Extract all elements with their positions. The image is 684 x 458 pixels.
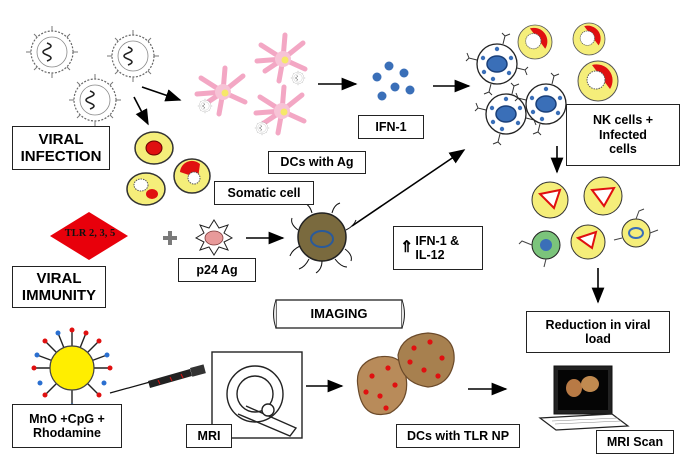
dcs-with-ag-label: DCs with Ag (268, 151, 366, 174)
double-up-arrow-icon: ⇑ (400, 238, 414, 256)
p24-ag-label: p24 Ag (178, 258, 256, 282)
reduced-infected-cells (518, 176, 659, 268)
mri-scan-laptop-icon (538, 365, 630, 431)
somatic-cell-label: Somatic cell (214, 181, 314, 205)
mri-machine-icon (211, 351, 303, 439)
viral-immunity-label: VIRAL IMMUNITY (12, 266, 106, 308)
dendritic-cells (197, 35, 305, 136)
dcs-with-tlr-np (356, 332, 455, 415)
virus-particle (25, 25, 79, 79)
dcs-with-tlr-np-label: DCs with TLR NP (396, 424, 520, 448)
ifn-il12-label: IFN-1 & IL-12 (415, 233, 460, 262)
tlr-label: TLR 2, 3, 5 (64, 228, 116, 239)
ifn-il12-box: ⇑ IFN-1 & IL-12 (393, 226, 483, 270)
activated-dendritic-cell (289, 202, 357, 274)
virus-particle (106, 29, 160, 83)
imaging-label: IMAGING (310, 306, 368, 321)
imaging-scroll (273, 299, 405, 329)
mri-scan-label: MRI Scan (596, 430, 674, 454)
virus-particle (68, 73, 122, 127)
nk-infected-label: NK cells + Infected cells (566, 104, 680, 166)
plus-icon (163, 231, 177, 245)
syringe (109, 364, 206, 394)
ifn1-label: IFN-1 (358, 115, 424, 139)
mri-label: MRI (186, 424, 232, 448)
tlr-diamond (50, 212, 128, 260)
ifn1-molecules (372, 61, 415, 101)
reduction-label: Reduction in viral load (526, 311, 670, 353)
somatic-cells (126, 131, 211, 206)
mno-nanoparticle (31, 327, 113, 409)
viral-infection-label: VIRAL INFECTION (12, 126, 110, 170)
p24-antigen (194, 219, 234, 256)
mno-cpg-rhodamine-label: MnO +CpG + Rhodamine (12, 404, 122, 448)
